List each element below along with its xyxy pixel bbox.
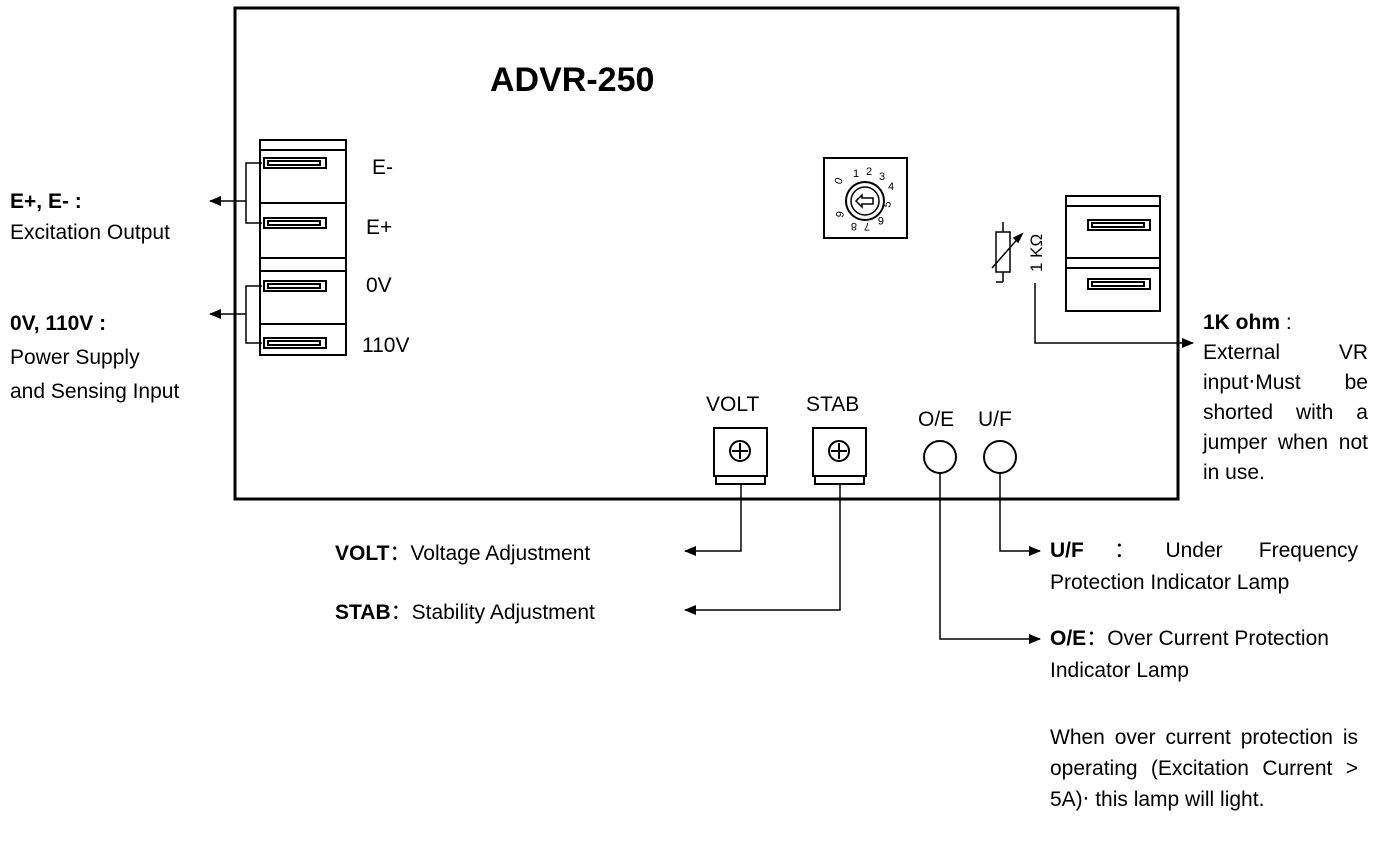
excitation-bracket [209,162,262,224]
trim-label-volt: VOLT [706,393,759,416]
power-callout: 0V, 110V : Power Supply and Sensing Inpu… [10,307,179,409]
stab-callout: STAB：Stability Adjustment [335,597,595,628]
dial-digit-0: 0 [833,176,846,186]
dial-digit-2: 2 [866,166,872,178]
oe-callout-desc: Over Current Protection Indicator Lamp [1050,627,1329,682]
volt-callout-desc: Voltage Adjustment [410,542,591,565]
dial-digit-3: 3 [879,171,885,183]
stab-trimmer [812,427,867,485]
dial-digit-5: 5 [881,200,894,208]
left-terminal-block [259,139,347,356]
terminal-label-0v: 0V [366,274,392,297]
vr-callout-desc: External VR input‧Must be shorted with a… [1203,341,1368,484]
oe-lamp [923,440,957,474]
oe-callout-sep: ： [1086,627,1108,650]
dial-digit-1: 1 [853,168,859,180]
power-callout-line2: and Sensing Input [10,380,180,403]
volt-callout-sep: ： [389,542,411,565]
oe-callout-title: O/E [1050,627,1087,650]
volt-trimmer [713,427,768,485]
terminal-slot-110v [263,337,327,349]
vr-callout: 1K ohm : External VR input‧Must be short… [1203,308,1368,488]
trim-label-stab: STAB [806,393,859,416]
dial-digit-9: 9 [834,210,847,218]
rotary-arrow-icon [854,193,874,209]
uf-callout-sep: ： [1083,539,1166,562]
uf-leader-line [999,473,1041,556]
dial-digit-4: 4 [888,181,894,193]
variable-resistor-icon [991,222,1024,283]
vr-value-label: 1 KΩ [1027,234,1046,272]
volt-callout-title: VOLT [335,542,390,565]
stab-callout-desc: Stability Adjustment [411,601,595,624]
uf-callout-title: U/F [1050,539,1084,562]
terminal-label-e-plus: E+ [366,216,392,239]
lamp-label-uf: U/F [978,408,1012,431]
oe-leader-line [939,473,1041,644]
excitation-callout: E+, E- : Excitation Output [10,186,170,248]
vr-callout-sep: : [1285,311,1292,334]
stab-callout-sep: ： [390,601,412,624]
volt-leader-line [684,484,742,556]
dial-digit-8: 8 [851,220,857,232]
dial-digit-6: 6 [878,214,884,226]
rotary-switch: 0 1 2 3 4 5 6 7 8 9 [823,157,908,239]
oe-note: When over current protection is operatin… [1050,726,1358,811]
right-terminal-block [1065,195,1161,312]
terminal-label-110v: 110V [362,334,410,357]
uf-callout: U/F：Under Frequency Protection Indicator… [1050,535,1358,599]
uf-callout-desc: Under Frequency Protection Indicator Lam… [1050,539,1359,594]
dial-digit-7: 7 [864,220,870,232]
volt-callout: VOLT：Voltage Adjustment [335,538,590,569]
terminal-slot-e-minus [263,157,327,169]
oe-callout: O/E：Over Current Protection Indicator La… [1050,623,1358,687]
lamp-label-oe: O/E [918,408,954,431]
power-callout-line1: Power Supply [10,346,140,369]
terminal-label-e-minus: E- [372,156,393,179]
terminal-slot-e-plus [263,217,327,229]
stab-leader-line [684,484,841,615]
uf-lamp [983,440,1017,474]
power-callout-title: 0V, 110V : [10,312,107,335]
board-outline [233,6,1180,501]
board-title: ADVR-250 [490,61,654,99]
stab-callout-title: STAB [335,601,391,624]
power-bracket [209,285,262,344]
terminal-slot-0v [263,280,327,292]
vr-callout-title: 1K ohm [1203,311,1281,334]
excitation-callout-title: E+, E- : [10,190,82,213]
vr-leader-line [1034,283,1194,348]
excitation-callout-desc: Excitation Output [10,221,170,244]
